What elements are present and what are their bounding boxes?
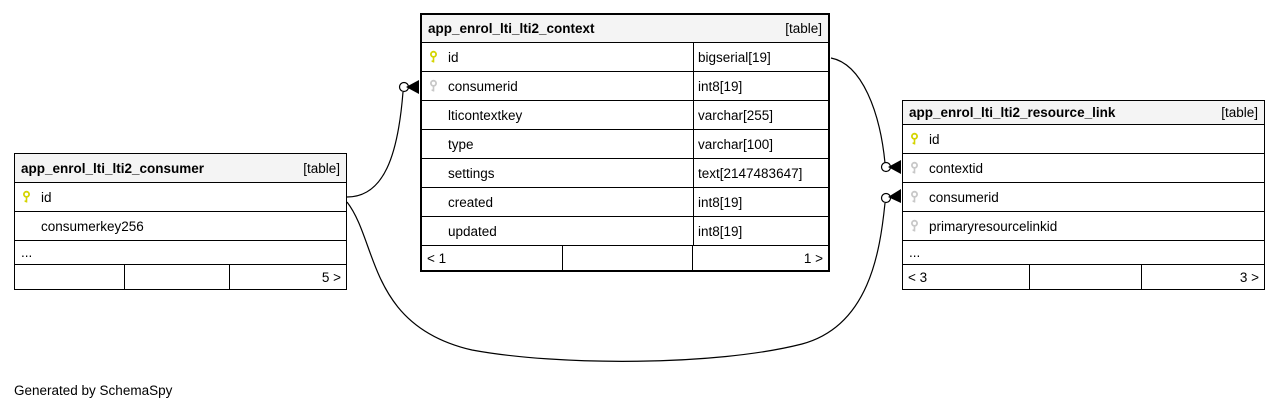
table-title[interactable]: app_enrol_lti_lti2_resource_link — [909, 105, 1116, 120]
foreign-key-icon — [909, 219, 920, 233]
table-title[interactable]: app_enrol_lti_lti2_consumer — [21, 160, 205, 176]
footer-relationship-count: 5 > — [229, 265, 346, 289]
table-row: settings text[2147483647] — [422, 159, 828, 188]
table-node-app-enrol-lti-lti2-consumer[interactable]: app_enrol_lti_lti2_consumer [table] id c… — [14, 153, 347, 290]
footer-relationship-count: < 1 — [427, 250, 447, 266]
column-name: contextid — [929, 160, 984, 176]
column-type: int8[19] — [693, 72, 828, 100]
table-row: lticontextkey varchar[255] — [422, 101, 828, 130]
footer-relationship-count: 1 > — [692, 246, 828, 270]
column-type: int8[19] — [693, 188, 828, 216]
table-row: consumerid — [903, 183, 1264, 212]
primary-key-icon — [21, 190, 32, 204]
relationship-arrowhead — [406, 80, 419, 94]
table-badge: [table] — [303, 160, 340, 176]
relationship-line-consumer-context — [346, 91, 404, 198]
table-row: created int8[19] — [422, 188, 828, 217]
relationship-line-consumer-resourcelink — [346, 201, 886, 362]
column-name: primaryresourcelinkid — [929, 218, 1058, 234]
column-type: text[2147483647] — [693, 159, 828, 187]
table-row: type varchar[100] — [422, 130, 828, 159]
column-name: consumerid — [448, 78, 518, 94]
table-row: consumerkey256 — [15, 212, 346, 241]
relationship-line-context-resourcelink — [830, 57, 886, 164]
relationship-arrowhead — [888, 160, 901, 174]
column-type: int8[19] — [693, 217, 828, 245]
footer-cell — [562, 246, 692, 270]
column-type: varchar[100] — [693, 130, 828, 158]
table-row: contextid — [903, 154, 1264, 183]
column-name: consumerid — [929, 189, 999, 205]
primary-key-icon — [428, 50, 439, 64]
table-row: id bigserial[19] — [422, 43, 828, 72]
table-row: id — [903, 125, 1264, 154]
table-row: primaryresourcelinkid — [903, 212, 1264, 241]
table-node-app-enrol-lti-lti2-resource-link[interactable]: app_enrol_lti_lti2_resource_link [table]… — [902, 100, 1265, 290]
hidden-columns-ellipsis: ... — [903, 241, 1264, 265]
column-name: type — [448, 136, 474, 152]
relationship-arrowhead — [888, 189, 901, 203]
footer-cell — [15, 265, 124, 289]
relationship-circle-endpoint — [880, 192, 892, 204]
table-header: app_enrol_lti_lti2_consumer [table] — [15, 154, 346, 183]
table-badge: [table] — [785, 21, 822, 36]
column-name: settings — [448, 165, 495, 181]
footer-cell — [1029, 265, 1141, 289]
table-footer: 5 > — [15, 265, 346, 289]
table-header: app_enrol_lti_lti2_context [table] — [422, 15, 828, 43]
table-footer: < 3 3 > — [903, 265, 1264, 289]
column-name: id — [41, 189, 52, 205]
column-type: varchar[255] — [693, 101, 828, 129]
column-name: consumerkey256 — [41, 218, 144, 234]
table-header: app_enrol_lti_lti2_resource_link [table] — [903, 101, 1264, 125]
table-badge: [table] — [1221, 105, 1258, 120]
foreign-key-icon — [428, 79, 439, 93]
table-row: id — [15, 183, 346, 212]
primary-key-icon — [909, 132, 920, 146]
hidden-columns-ellipsis: ... — [15, 241, 346, 265]
footer-cell — [124, 265, 229, 289]
column-name: id — [929, 131, 940, 147]
column-type: bigserial[19] — [693, 43, 828, 71]
foreign-key-icon — [909, 190, 920, 204]
footer-relationship-count: 3 > — [1141, 265, 1264, 289]
table-row: consumerid int8[19] — [422, 72, 828, 101]
column-name: created — [448, 194, 494, 210]
column-name: lticontextkey — [448, 107, 523, 123]
foreign-key-icon — [909, 161, 920, 175]
column-name: updated — [448, 223, 497, 239]
table-footer: < 1 1 > — [422, 246, 828, 270]
footer-relationship-count: < 3 — [908, 269, 928, 285]
generated-by-credit: Generated by SchemaSpy — [14, 383, 173, 398]
table-title[interactable]: app_enrol_lti_lti2_context — [428, 21, 595, 36]
table-row: updated int8[19] — [422, 217, 828, 246]
table-node-app-enrol-lti-lti2-context[interactable]: app_enrol_lti_lti2_context [table] id bi… — [420, 13, 830, 272]
column-name: id — [448, 49, 459, 65]
